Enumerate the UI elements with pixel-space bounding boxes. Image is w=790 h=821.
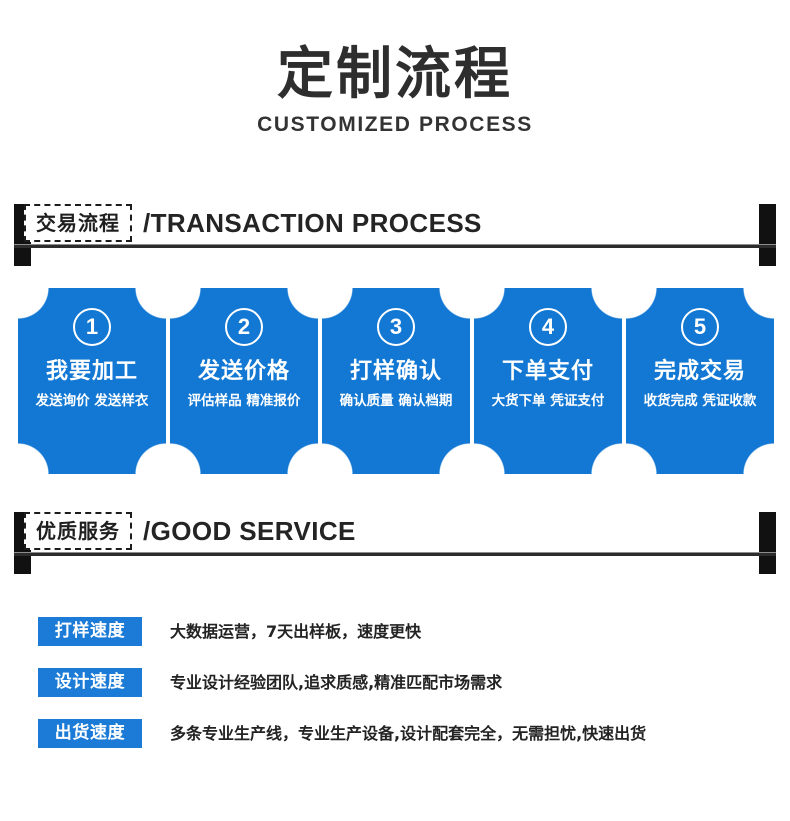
step-subtitle: 确认质量 确认档期	[339, 393, 453, 409]
step-subtitle: 发送询价 发送样衣	[35, 393, 149, 409]
step-subtitle: 评估样品 精准报价	[187, 393, 301, 409]
service-description: 多条专业生产线，专业生产设备,设计配套完全，无需担忧,快速出货	[170, 723, 647, 743]
service-description: 大数据运营，7天出样板，速度更快	[170, 621, 422, 641]
step-title: 我要加工	[45, 359, 138, 384]
service-description: 专业设计经验团队,追求质感,精准匹配市场需求	[170, 672, 503, 692]
header-rule	[14, 244, 776, 248]
page-subtitle: CUSTOMIZED PROCESS	[257, 112, 533, 136]
section-tag-service: 优质服务	[24, 512, 132, 550]
service-badge: 出货速度	[38, 719, 142, 748]
section-tag-label: 优质服务	[36, 519, 120, 543]
step-number-badge: 5	[681, 308, 719, 346]
step-card-3[interactable]: 3 打样确认 确认质量 确认档期	[322, 288, 470, 474]
step-title: 完成交易	[653, 359, 746, 384]
step-number-badge: 2	[225, 308, 263, 346]
service-badge: 设计速度	[38, 668, 142, 697]
header-right-cap	[759, 204, 776, 266]
service-list: 打样速度 大数据运营，7天出样板，速度更快 设计速度 专业设计经验团队,追求质感…	[0, 606, 790, 759]
step-card-4[interactable]: 4 下单支付 大货下单 凭证支付	[474, 288, 622, 474]
page-header: 定制流程 CUSTOMIZED PROCESS	[0, 42, 790, 137]
service-row: 设计速度 专业设计经验团队,追求质感,精准匹配市场需求	[0, 657, 790, 708]
step-number-badge: 3	[377, 308, 415, 346]
step-card-1[interactable]: 1 我要加工 发送询价 发送样衣	[18, 288, 166, 474]
section-tag-label: 交易流程	[36, 211, 120, 235]
process-steps: 1 我要加工 发送询价 发送样衣 2 发送价格 评估样品 精准报价 3 打样确认…	[18, 288, 774, 474]
service-row: 打样速度 大数据运营，7天出样板，速度更快	[0, 606, 790, 657]
header-rule	[14, 552, 776, 556]
section-tag-en-transaction: /TRANSACTION PROCESS	[143, 207, 482, 238]
service-row: 出货速度 多条专业生产线，专业生产设备,设计配套完全，无需担忧,快速出货	[0, 708, 790, 759]
step-card-5[interactable]: 5 完成交易 收货完成 凭证收款	[626, 288, 774, 474]
step-number-badge: 4	[529, 308, 567, 346]
service-badge: 打样速度	[38, 617, 142, 646]
section-header-transaction: 交易流程 /TRANSACTION PROCESS	[0, 198, 790, 272]
section-tag-transaction: 交易流程	[24, 204, 132, 242]
step-subtitle: 大货下单 凭证支付	[491, 393, 605, 409]
step-card-2[interactable]: 2 发送价格 评估样品 精准报价	[170, 288, 318, 474]
step-title: 下单支付	[501, 359, 594, 384]
step-subtitle: 收货完成 凭证收款	[643, 393, 757, 409]
step-title: 打样确认	[349, 359, 442, 384]
page-title: 定制流程	[277, 42, 513, 107]
section-header-service: 优质服务 /GOOD SERVICE	[0, 506, 790, 580]
step-number-badge: 1	[73, 308, 111, 346]
header-right-cap	[759, 512, 776, 574]
step-title: 发送价格	[197, 359, 290, 384]
section-tag-en-service: /GOOD SERVICE	[143, 515, 356, 546]
